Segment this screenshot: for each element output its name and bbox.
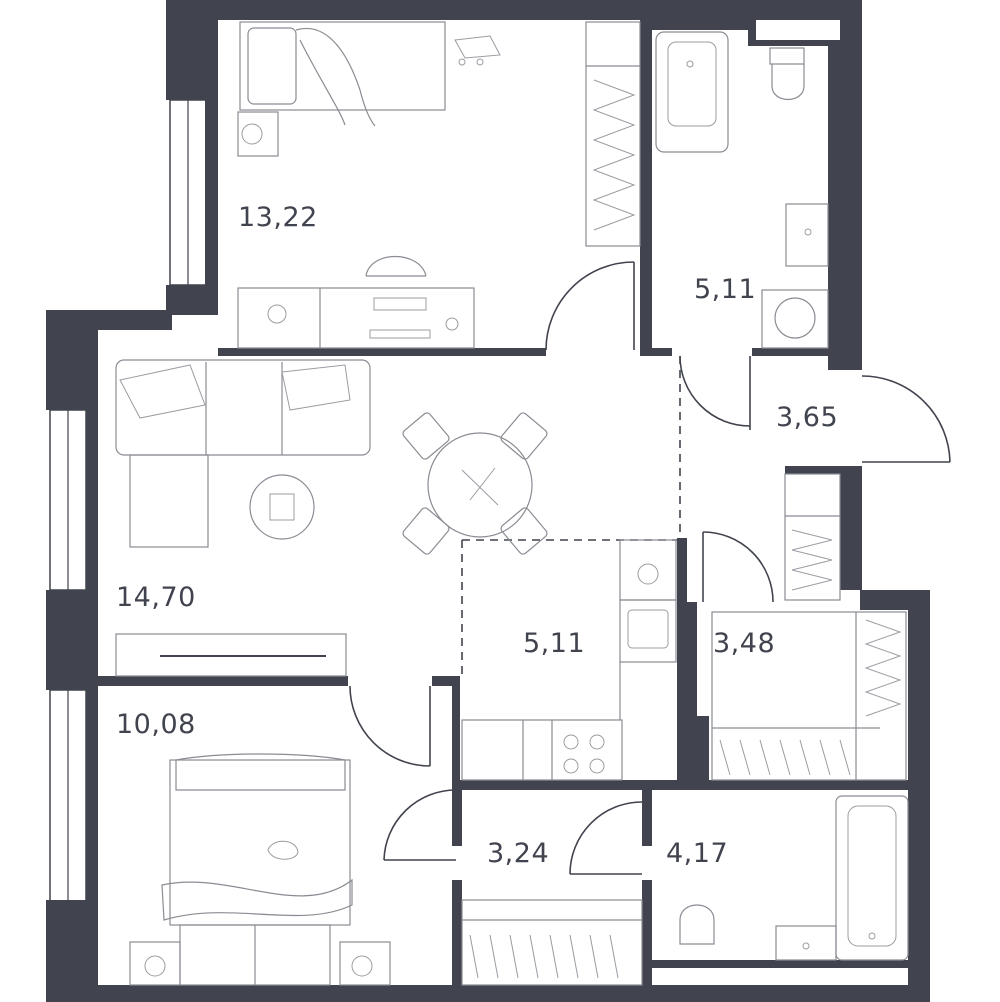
area-wardrobe-bottom: 3,24 (487, 838, 549, 869)
area-bathroom-top: 5,11 (694, 274, 756, 305)
area-labels: 13,22 5,11 3,65 14,70 5,11 3,48 10,08 3,… (116, 202, 838, 869)
area-bedroom-top: 13,22 (238, 202, 318, 233)
area-bathroom-bottom: 4,17 (666, 838, 728, 869)
area-kitchen: 5,11 (523, 628, 585, 659)
doors (349, 261, 951, 875)
windows (49, 99, 207, 906)
furniture (115, 21, 909, 986)
area-bedroom-bottom: 10,08 (116, 709, 196, 740)
walls (46, 0, 930, 1002)
area-wardrobe-right: 3,48 (713, 628, 775, 659)
area-hallway: 3,65 (776, 402, 838, 433)
area-living-room: 14,70 (116, 582, 196, 613)
